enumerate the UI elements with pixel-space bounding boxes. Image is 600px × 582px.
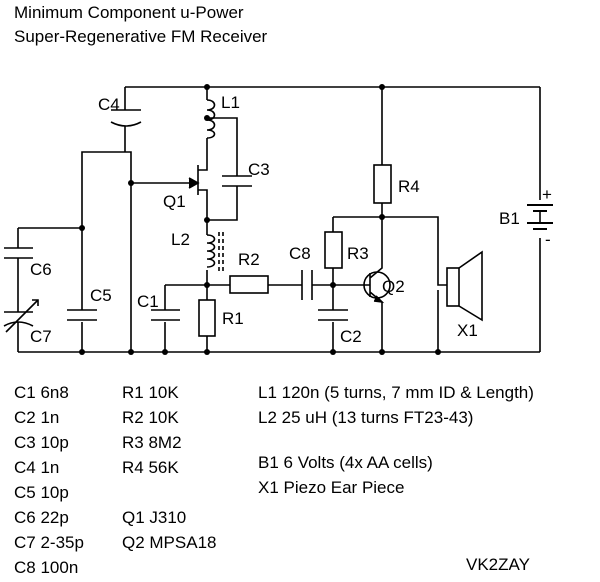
other-parts-list: B1 6 Volts (4x AA cells) X1 Piezo Ear Pi… [258, 450, 433, 500]
r2-symbol [229, 275, 269, 294]
author-signature: VK2ZAY [466, 555, 530, 574]
q2-symbol [360, 217, 383, 352]
title-line-2: Super-Regenerative FM Receiver [14, 27, 268, 46]
label-c2: C2 [340, 327, 362, 346]
c4-symbol [110, 109, 142, 127]
c1-r1-wire [164, 284, 230, 352]
l2-coil [206, 234, 216, 268]
part-entry: R4 56K [122, 458, 179, 477]
part-entry: Q2 MPSA18 [122, 533, 217, 552]
label-minus: - [545, 230, 551, 249]
part-entry: C4 1n [14, 458, 60, 477]
c4-wire [81, 87, 132, 352]
part-entry: X1 Piezo Ear Piece [258, 478, 405, 497]
r3-symbol [324, 231, 343, 269]
label-x1: X1 [457, 321, 478, 340]
part-entry: B1 6 Volts (4x AA cells) [258, 453, 433, 472]
c5-symbol [67, 309, 97, 321]
q1-symbol [131, 150, 208, 215]
l1-wire [206, 87, 238, 221]
label-c4: C4 [98, 95, 120, 114]
part-entry: C7 2-35p [14, 533, 84, 552]
c2-symbol [318, 309, 348, 321]
label-c7: C7 [30, 327, 52, 346]
capacitor-list: C1 6n8 C2 1n C3 10p C4 1n C5 10p C6 22p … [14, 380, 84, 580]
transistor-list: Q1 J310 Q2 MPSA18 [122, 505, 217, 555]
q2-emitter-arrow [373, 295, 385, 304]
label-r4: R4 [398, 177, 420, 196]
c6-c7-wire [17, 227, 82, 352]
r3-c2-wire [332, 216, 382, 352]
x1-wire [382, 216, 447, 352]
c7-symbol [3, 299, 39, 333]
part-entry: C3 10p [14, 433, 69, 452]
battery-b1-symbol [527, 204, 553, 230]
label-plus: + [542, 185, 552, 204]
label-c1: C1 [137, 292, 159, 311]
part-entry: C6 22p [14, 508, 69, 527]
label-c5: C5 [90, 286, 112, 305]
label-l2: L2 [171, 230, 190, 249]
c8-symbol [301, 270, 313, 300]
part-entry: C5 10p [14, 483, 69, 502]
label-c6: C6 [30, 260, 52, 279]
part-entry: C2 1n [14, 408, 60, 427]
label-r2: R2 [238, 250, 260, 269]
part-entry: L2 25 uH (13 turns FT23-43) [258, 408, 474, 427]
r4-symbol [373, 164, 392, 204]
part-entry: R2 10K [122, 408, 179, 427]
resistor-list: R1 10K R2 10K R3 8M2 R4 56K [122, 380, 182, 480]
part-entry: C1 6n8 [14, 383, 69, 402]
inductor-list: L1 120n (5 turns, 7 mm ID & Length) L2 2… [258, 380, 534, 430]
label-l1: L1 [221, 93, 240, 112]
label-b1: B1 [499, 209, 520, 228]
part-entry: R1 10K [122, 383, 179, 402]
label-c8: C8 [289, 244, 311, 263]
l2-core [218, 232, 224, 274]
c6-symbol [4, 247, 33, 259]
part-entry: Q1 J310 [122, 508, 187, 527]
part-entry: R3 8M2 [122, 433, 182, 452]
part-entry: C8 100n [14, 558, 79, 577]
x1-symbol [446, 250, 483, 322]
junction-dots [79, 84, 441, 355]
label-r1: R1 [222, 309, 244, 328]
label-r3: R3 [347, 244, 369, 263]
title-line-1: Minimum Component u-Power [14, 3, 244, 22]
q1-gate-arrow [188, 177, 200, 189]
label-q1: Q1 [163, 192, 186, 211]
label-c3: C3 [248, 160, 270, 179]
c1-symbol [151, 309, 180, 321]
label-q2: Q2 [382, 277, 405, 296]
r1-symbol [198, 299, 216, 337]
part-entry: L1 120n (5 turns, 7 mm ID & Length) [258, 383, 534, 402]
